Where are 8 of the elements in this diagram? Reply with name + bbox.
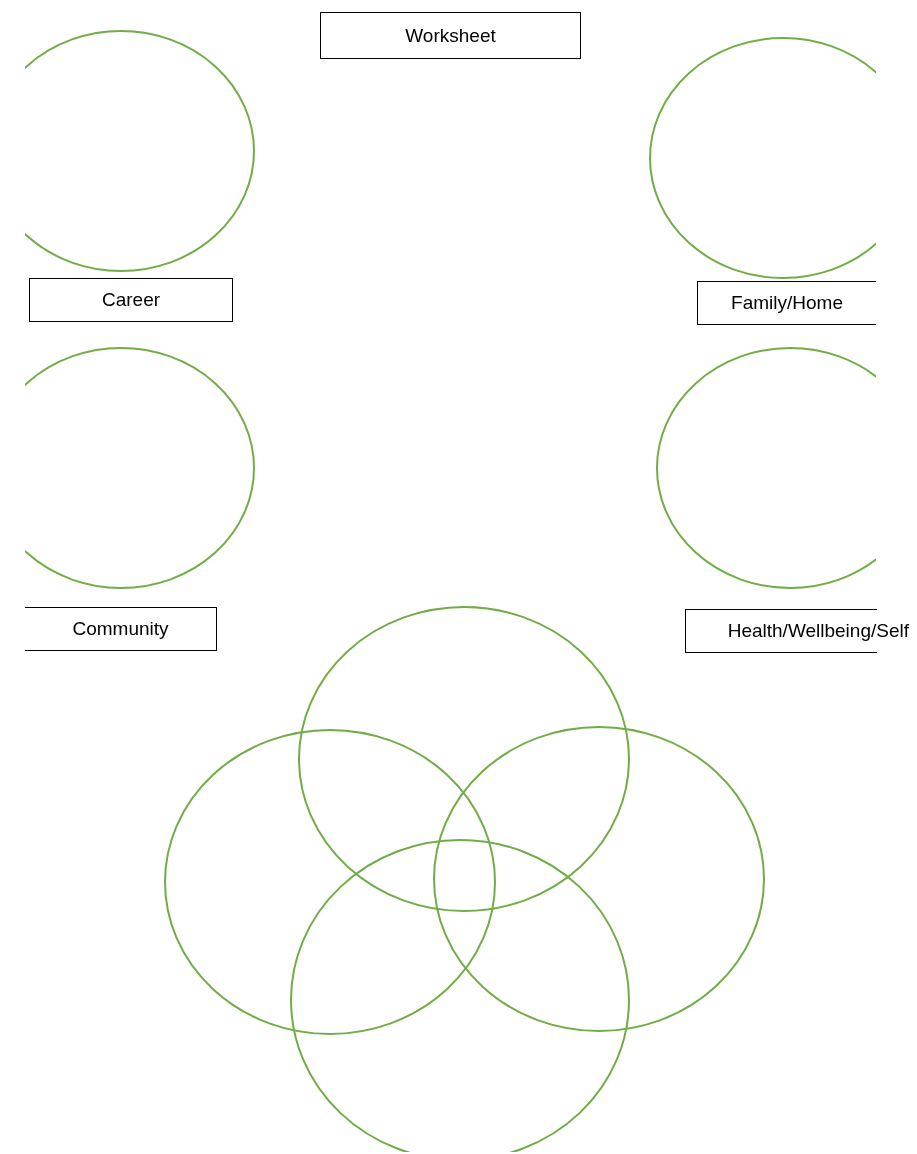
label-box bbox=[29, 278, 233, 322]
label-box bbox=[697, 281, 876, 325]
category-label: Health/Wellbeing/Self bbox=[727, 620, 909, 642]
category-label: Family/Home bbox=[731, 292, 843, 314]
title-box: Worksheet bbox=[320, 12, 581, 59]
category-label: Career bbox=[101, 289, 161, 311]
label-box bbox=[25, 607, 217, 651]
category-label: Community bbox=[72, 618, 169, 640]
